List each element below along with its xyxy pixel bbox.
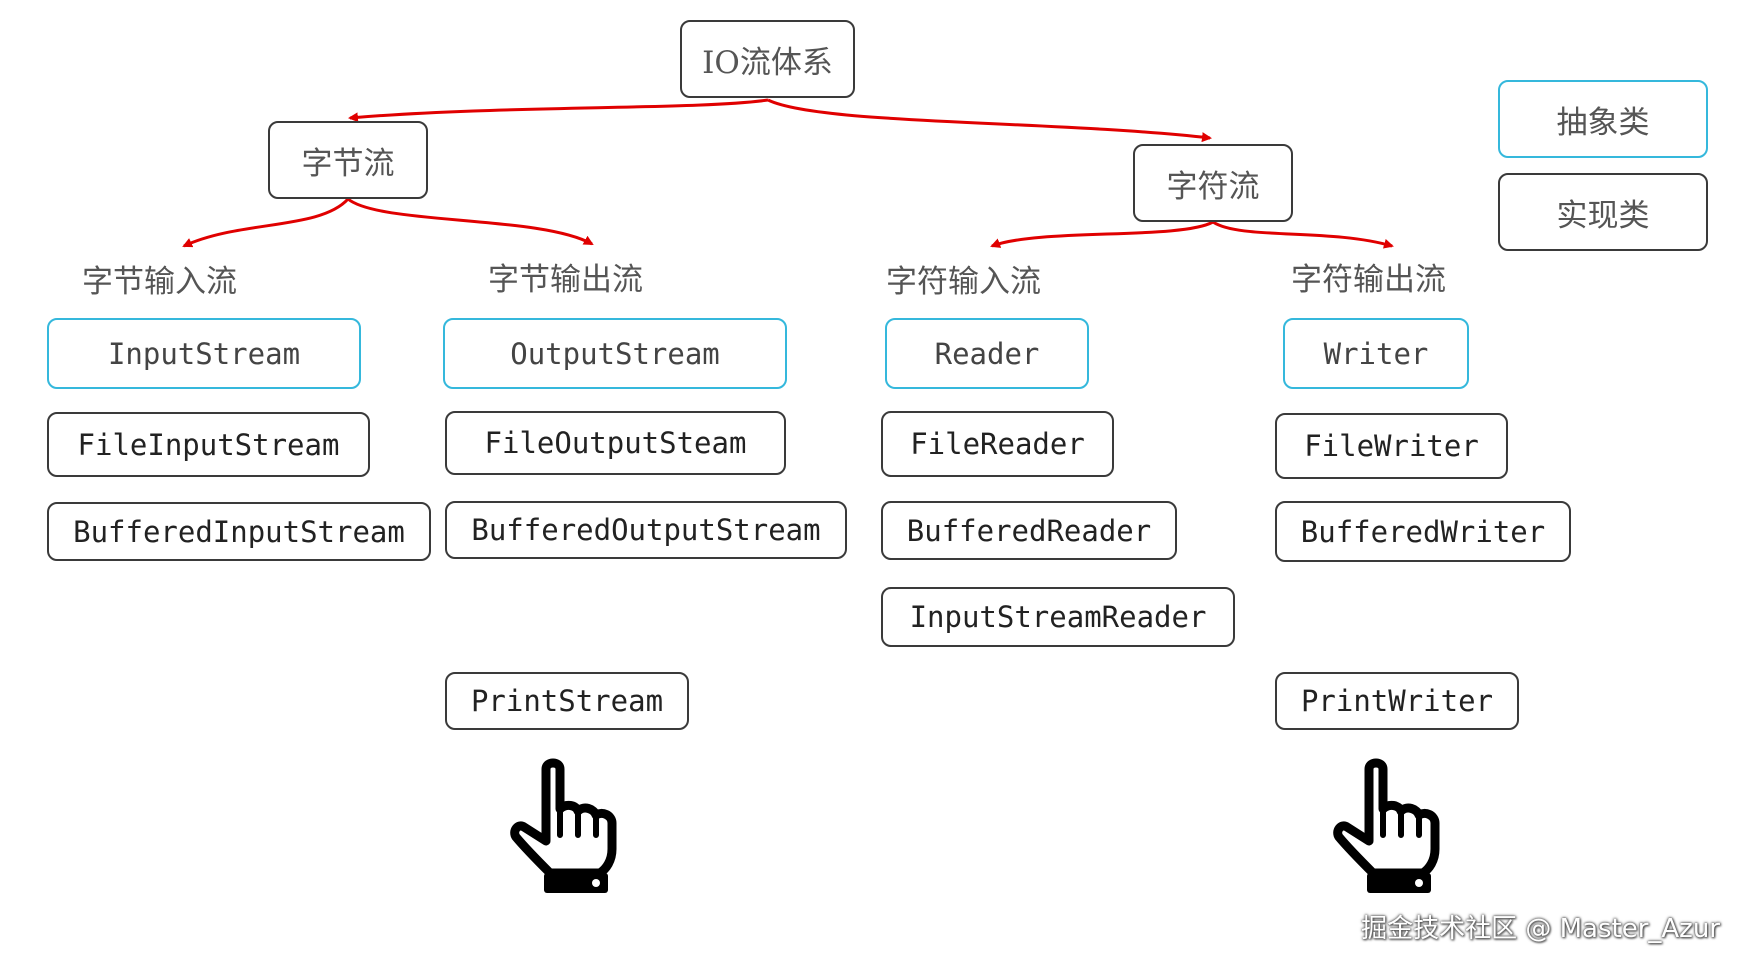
pointing-hand-icon xyxy=(1333,758,1440,893)
class-file-writer: FileWriter xyxy=(1275,413,1508,479)
root-node: IO流体系 xyxy=(680,20,855,98)
class-buffered-writer: BufferedWriter xyxy=(1275,501,1571,562)
byte-input-label: 字节输入流 xyxy=(82,264,237,300)
arrow-root-to-byte-stream xyxy=(348,98,769,123)
class-input-stream: InputStream xyxy=(47,318,361,389)
byte-output-label: 字节输出流 xyxy=(488,262,643,298)
class-buffered-input-stream: BufferedInputStream xyxy=(47,502,431,561)
class-print-stream: PrintStream xyxy=(445,672,689,730)
arrow-byte-to-input xyxy=(182,197,350,248)
class-file-input-stream: FileInputStream xyxy=(47,412,370,477)
class-buffered-reader: BufferedReader xyxy=(881,501,1177,560)
arrow-root-to-char-stream xyxy=(767,98,1212,143)
class-file-reader: FileReader xyxy=(881,411,1114,477)
char-stream-node: 字符流 xyxy=(1133,144,1293,222)
pointing-hand-icon xyxy=(510,758,617,893)
char-output-label: 字符输出流 xyxy=(1291,262,1446,298)
byte-stream-node: 字节流 xyxy=(268,121,428,199)
class-input-stream-reader: InputStreamReader xyxy=(881,587,1235,647)
watermark: 掘金技术社区 @ Master_Azur xyxy=(1361,914,1720,944)
char-input-label: 字符输入流 xyxy=(886,264,1041,300)
class-writer: Writer xyxy=(1283,318,1469,389)
class-print-writer: PrintWriter xyxy=(1275,672,1519,730)
arrow-char-to-input xyxy=(990,220,1214,248)
class-output-stream: OutputStream xyxy=(443,318,787,389)
legend-concrete: 实现类 xyxy=(1498,173,1708,251)
arrow-char-to-output xyxy=(1212,220,1394,249)
class-reader: Reader xyxy=(885,318,1089,389)
legend-abstract: 抽象类 xyxy=(1498,80,1708,158)
class-file-output-steam: FileOutputSteam xyxy=(445,411,786,475)
arrow-byte-to-output xyxy=(347,197,594,246)
class-buffered-output-stream: BufferedOutputStream xyxy=(445,501,847,559)
